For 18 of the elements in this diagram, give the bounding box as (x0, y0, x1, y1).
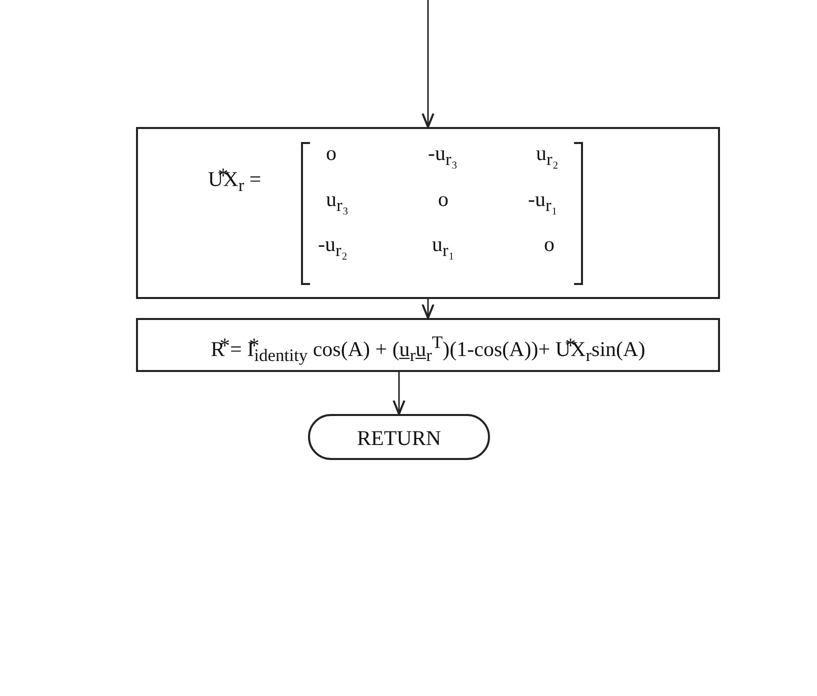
formula-text: R⃰ = I⃰$_{identity}$ cos(A) + (u̲$_{r}$u̲$_{r}$$^{T}$)(1-cos(A))+ U⃰X$_{r}$sin(A) (210, 332, 646, 366)
terminal-label: RETURN (356, 426, 442, 452)
matrix-entry: u$_{r₂}$ (536, 141, 558, 170)
matrix-entry: o (438, 187, 448, 212)
matrix-entry: o (326, 141, 336, 166)
terminal-box (308, 414, 490, 460)
matrix-entry: -u$_{r₃}$ (428, 141, 458, 170)
process-box (136, 318, 720, 372)
arrow (392, 372, 406, 416)
matrix-entry: -u$_{r₂}$ (318, 232, 348, 262)
process-box (136, 127, 720, 299)
matrix-entry: u$_{r₃}$ (326, 187, 348, 216)
arrow (422, 299, 434, 320)
matrix-entry: o (544, 232, 554, 258)
matrix-entry: -u$_{r₁}$ (528, 187, 558, 216)
equation-label: U⃰X$_{r}$ = (208, 167, 262, 196)
arrow (422, 0, 434, 128)
matrix-entry: u$_{r₁}$ (432, 232, 454, 262)
